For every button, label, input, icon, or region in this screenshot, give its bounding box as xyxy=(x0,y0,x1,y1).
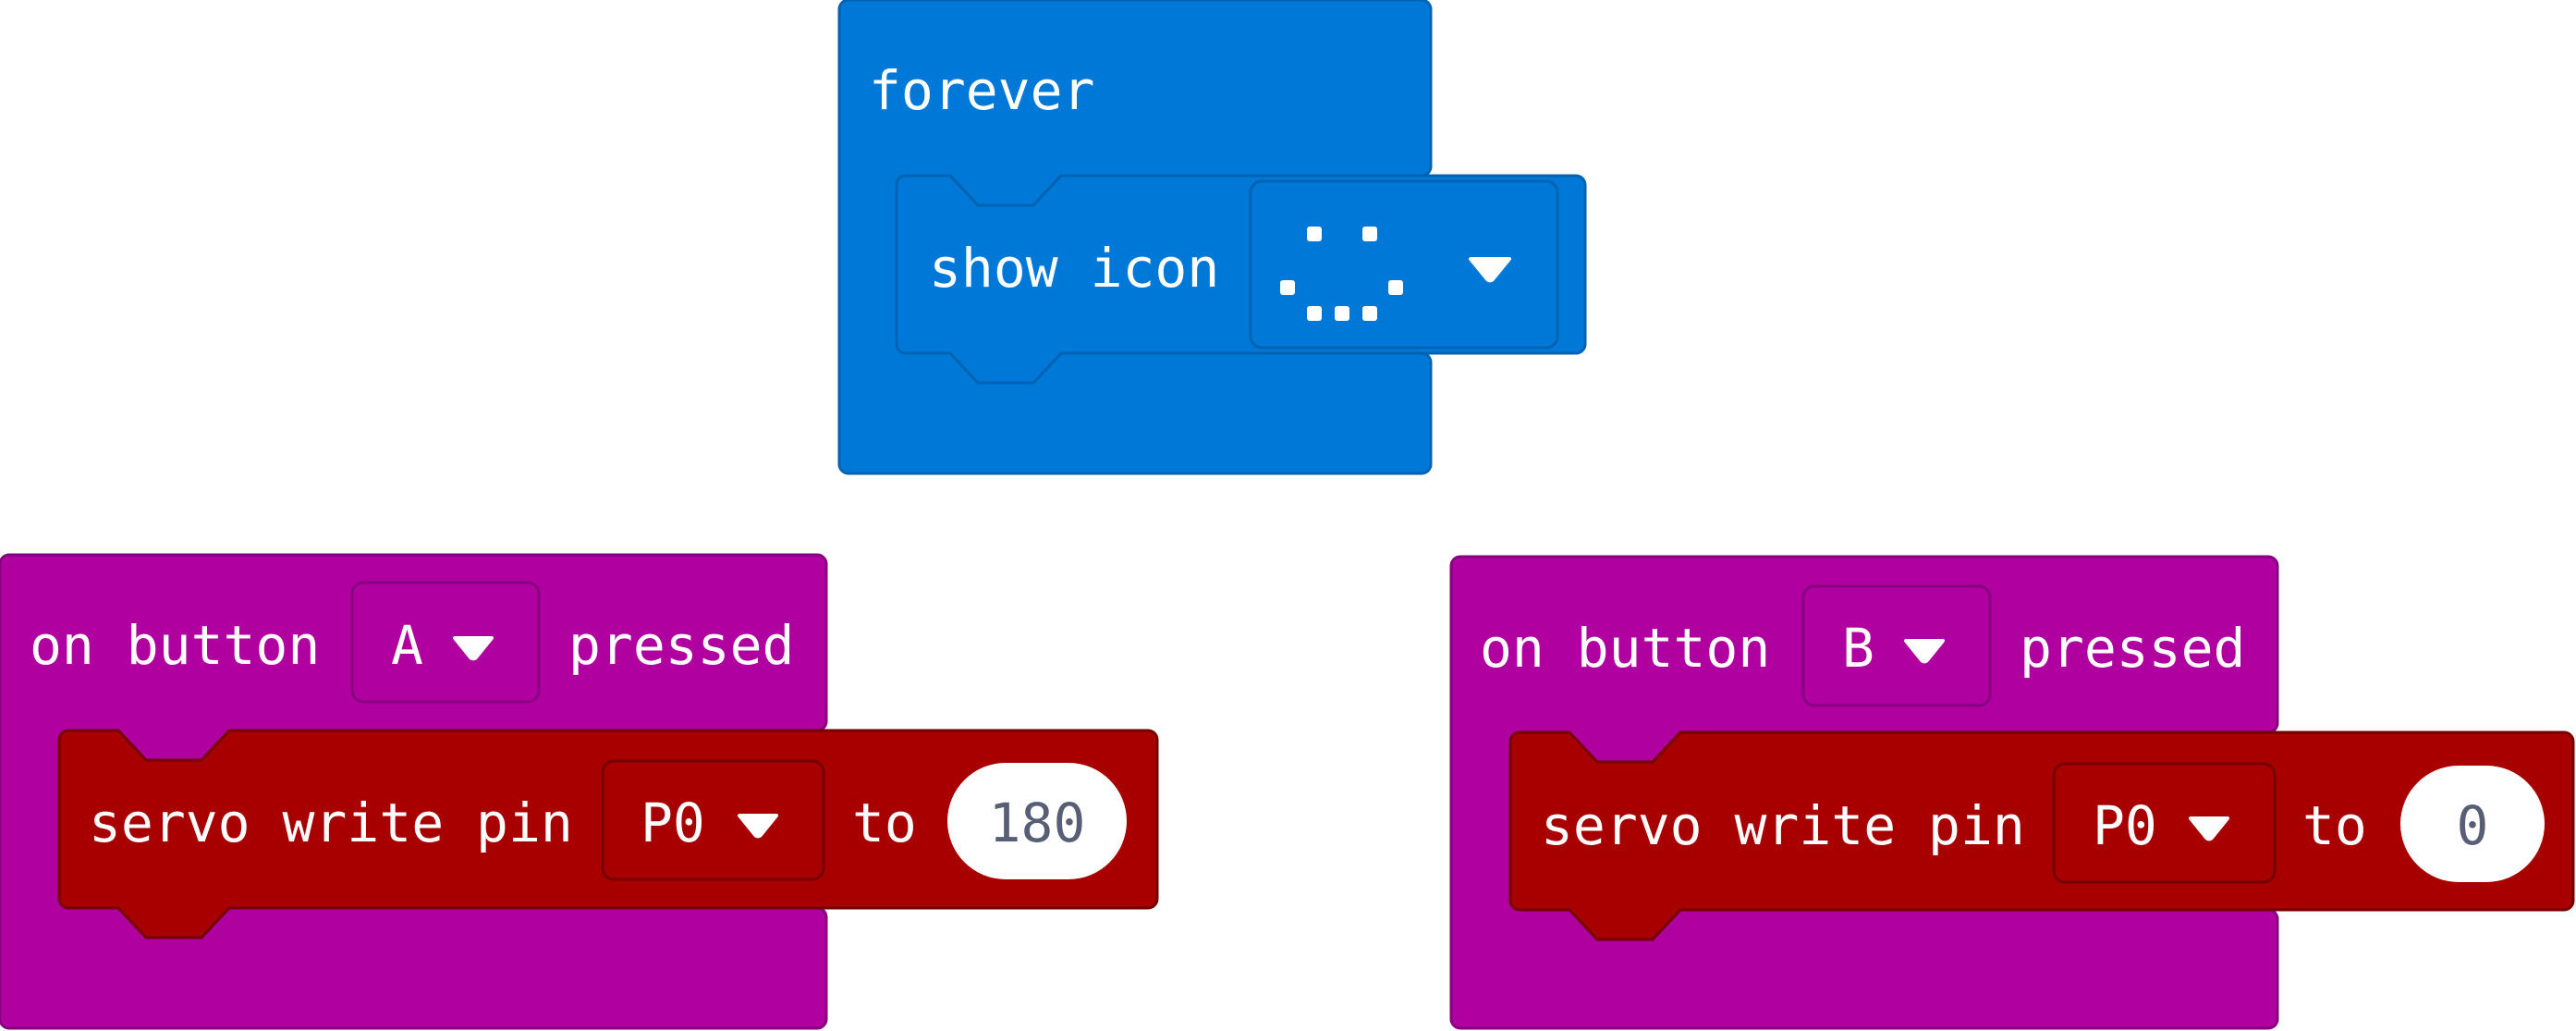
button-a-dropdown-field xyxy=(350,581,541,704)
angle-a-value: 180 xyxy=(989,792,1086,854)
servo-write-block-a[interactable]: servo write pin P0 to 180 xyxy=(57,729,1159,939)
pin-a-value: P0 xyxy=(641,792,705,854)
on-button-a-block[interactable]: on button A pressed servo write pin P0 t… xyxy=(0,553,1159,1030)
chevron-down-icon xyxy=(1469,257,1511,283)
icon-dropdown-field xyxy=(1249,179,1559,350)
chevron-down-icon xyxy=(738,814,778,839)
angle-input-a[interactable]: 180 xyxy=(947,763,1127,879)
forever-label: forever xyxy=(869,59,1094,122)
servo-write-label-b: servo write pin xyxy=(1541,794,2025,857)
angle-input-b[interactable]: 0 xyxy=(2400,766,2545,882)
pin-dropdown-b[interactable]: P0 xyxy=(2052,762,2277,884)
smiley-icon xyxy=(1280,227,1403,321)
chevron-down-icon xyxy=(1904,639,1945,664)
pin-dropdown-b-field xyxy=(2052,762,2277,884)
on-button-b-suffix: pressed xyxy=(2020,617,2245,680)
to-label-b: to xyxy=(2302,794,2367,857)
chevron-down-icon xyxy=(2189,816,2229,841)
button-b-value: B xyxy=(1842,617,1874,680)
angle-input-b-field xyxy=(2400,766,2545,882)
pin-b-value: P0 xyxy=(2093,794,2157,857)
servo-write-block-b[interactable]: servo write pin P0 to 0 xyxy=(1508,730,2575,941)
icon-dropdown[interactable] xyxy=(1249,179,1559,350)
button-a-value: A xyxy=(391,614,423,677)
on-button-a-prefix: on button xyxy=(30,614,320,677)
chevron-down-icon xyxy=(453,636,494,661)
button-b-dropdown-field xyxy=(1801,584,1992,707)
on-button-b-block[interactable]: on button B pressed servo write pin P0 t… xyxy=(1449,555,2575,1030)
pin-dropdown-a[interactable]: P0 xyxy=(601,759,825,881)
show-icon-label: show icon xyxy=(929,237,1219,300)
servo-write-label-a: servo write pin xyxy=(89,792,573,854)
forever-block[interactable]: forever show icon xyxy=(837,0,1587,475)
angle-input-a-field xyxy=(947,763,1127,879)
on-button-b-prefix: on button xyxy=(1480,617,1770,680)
show-icon-block[interactable]: show icon xyxy=(895,174,1587,385)
angle-b-value: 0 xyxy=(2457,794,2489,857)
to-label-a: to xyxy=(852,792,917,854)
pin-dropdown-a-field xyxy=(601,759,825,881)
button-b-dropdown[interactable]: B xyxy=(1801,584,1992,707)
on-button-a-suffix: pressed xyxy=(568,614,794,677)
button-a-dropdown[interactable]: A xyxy=(350,581,541,704)
servo-write-block-b-shape xyxy=(1508,730,2575,941)
